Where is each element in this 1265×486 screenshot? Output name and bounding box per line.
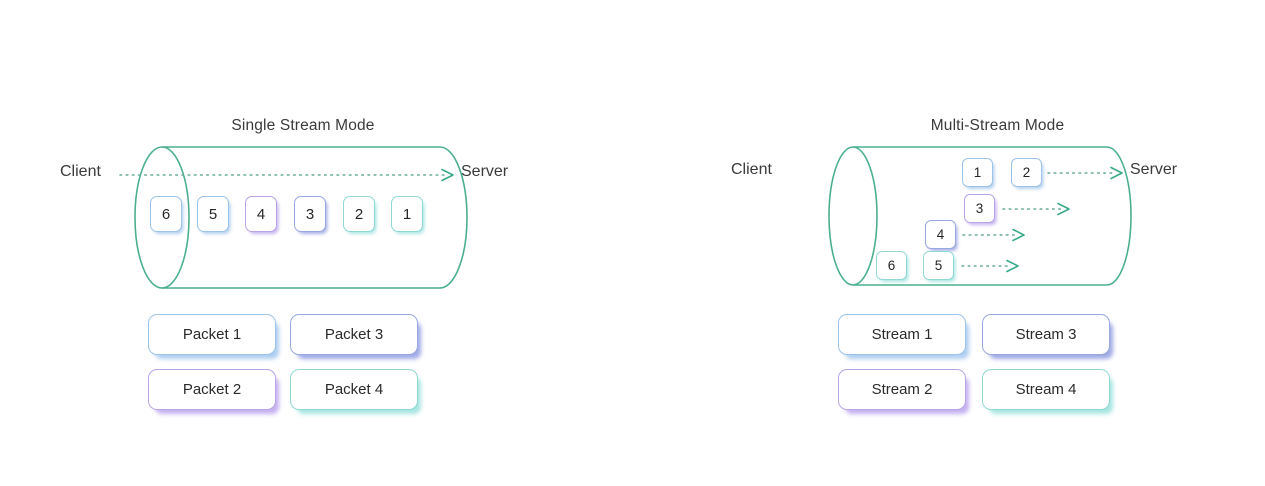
stream-box-6[interactable]: 6 — [876, 251, 907, 280]
server-label-multi-stream: Server — [1130, 161, 1178, 178]
packet-box-4[interactable]: 4 — [245, 196, 277, 232]
legend-card-stream-1[interactable]: Stream 1 — [838, 314, 966, 355]
legend-card-packet-2[interactable]: Packet 2 — [148, 369, 276, 410]
flow-arrow-single-stream — [119, 168, 454, 182]
packet-box-5[interactable]: 5 — [197, 196, 229, 232]
stream-box-3[interactable]: 3 — [964, 194, 995, 223]
stream-box-2[interactable]: 2 — [1011, 158, 1042, 187]
packet-box-1[interactable]: 1 — [391, 196, 423, 232]
server-label-single-stream: Server — [461, 163, 509, 180]
packet-box-3[interactable]: 3 — [294, 196, 326, 232]
packet-box-2[interactable]: 2 — [343, 196, 375, 232]
stream-box-4[interactable]: 4 — [925, 220, 956, 249]
stream-arrow-row-4 — [961, 259, 1019, 273]
legend-card-packet-4[interactable]: Packet 4 — [290, 369, 418, 410]
page-title-single-stream: Single Stream Mode — [231, 117, 375, 134]
legend-card-packet-3[interactable]: Packet 3 — [290, 314, 418, 355]
stream-arrow-row-2 — [1002, 202, 1070, 216]
packet-box-6[interactable]: 6 — [150, 196, 182, 232]
legend-card-stream-2[interactable]: Stream 2 — [838, 369, 966, 410]
client-label-single-stream: Client — [60, 163, 101, 180]
stream-box-5[interactable]: 5 — [923, 251, 954, 280]
page-title-multi-stream: Multi-Stream Mode — [930, 117, 1065, 134]
legend-card-stream-4[interactable]: Stream 4 — [982, 369, 1110, 410]
stream-arrow-row-3 — [962, 228, 1025, 242]
client-label-multi-stream: Client — [731, 161, 772, 178]
legend-card-packet-1[interactable]: Packet 1 — [148, 314, 276, 355]
cylinder-multi-stream — [828, 146, 1132, 286]
cylinder-single-stream — [134, 146, 468, 289]
stream-arrow-row-1 — [1047, 166, 1123, 180]
legend-card-stream-3[interactable]: Stream 3 — [982, 314, 1110, 355]
stream-box-1[interactable]: 1 — [962, 158, 993, 187]
